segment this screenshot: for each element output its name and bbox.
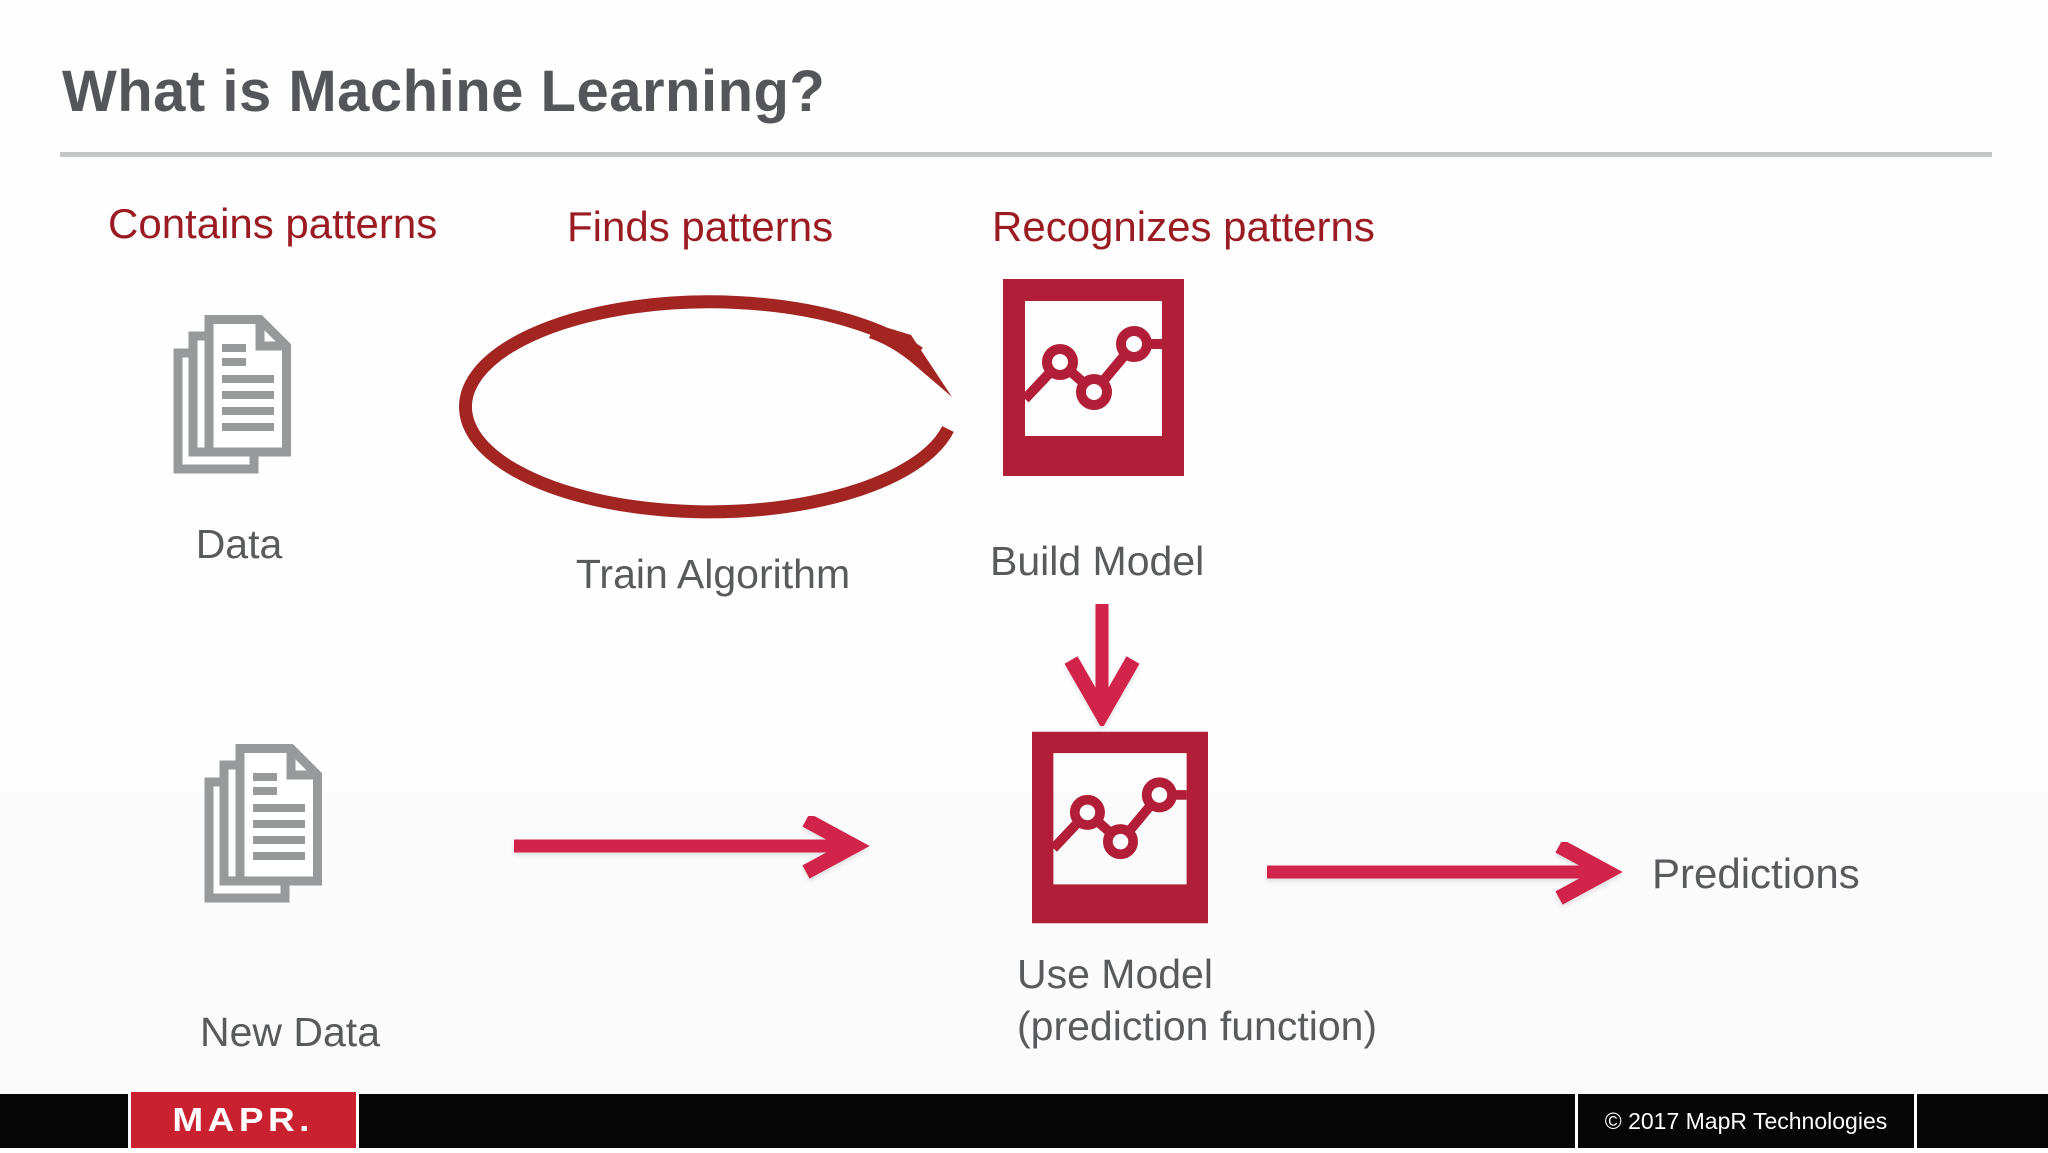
title-divider — [60, 152, 1992, 157]
heading-finds-patterns: Finds patterns — [567, 203, 834, 250]
predictions-label: Predictions — [1652, 850, 1860, 897]
heading-recognizes-patterns: Recognizes patterns — [992, 203, 1375, 250]
marker-circle-annotation — [459, 295, 954, 519]
train-algorithm-label: Train Algorithm — [575, 551, 851, 597]
mapr-logo-text: MAPR. — [172, 1101, 315, 1138]
down-arrow — [1064, 604, 1140, 726]
mapr-logo: MAPR. — [128, 1092, 359, 1148]
data-label: Data — [195, 521, 283, 567]
use-model-label-line2: (prediction function) — [1017, 1003, 1378, 1049]
new-data-label: New Data — [199, 1009, 380, 1055]
footer-copyright: © 2017 MapR Technologies — [1604, 1107, 1888, 1134]
footer-divider — [1575, 1094, 1578, 1148]
use-model-label: Use Model (prediction function) — [1017, 948, 1377, 1052]
background-band — [0, 792, 2048, 1094]
right-arrow — [514, 816, 870, 879]
documents-stack-icon — [173, 315, 291, 474]
heading-contains-patterns: Contains patterns — [108, 200, 438, 247]
documents-stack-icon — [204, 744, 322, 903]
use-model-label-line1: Use Model — [1017, 951, 1213, 997]
build-model-chart-icon — [1003, 279, 1184, 476]
right-arrow — [1267, 842, 1623, 905]
build-model-label: Build Model — [990, 538, 1205, 584]
footer-divider — [1914, 1094, 1917, 1148]
slide-title: What is Machine Learning? — [62, 59, 826, 124]
use-model-chart-icon — [1032, 731, 1208, 924]
